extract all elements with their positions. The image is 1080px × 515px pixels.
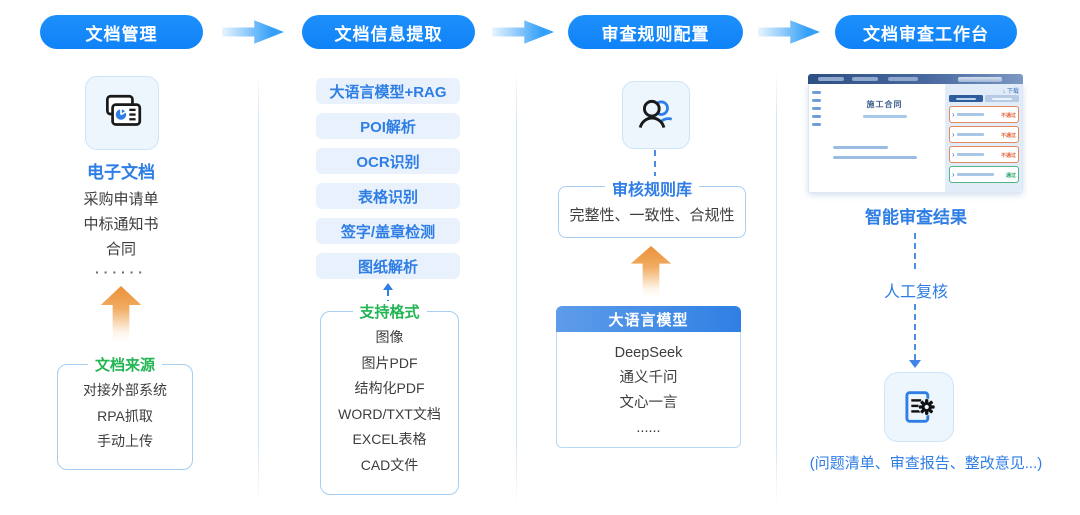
extraction-method-chip: 表格识别 xyxy=(316,183,460,209)
format-item: EXCEL表格 xyxy=(352,431,427,447)
app-screenshot-preview: 施工合同 ↓ 下载 › 不通过 › 不通过 xyxy=(808,74,1023,194)
doc-type-item: 采购申请单 xyxy=(83,191,159,208)
llm-item: ...... xyxy=(636,420,661,436)
browser-top-bar xyxy=(808,74,1023,84)
review-issue-card: › 不通过 xyxy=(949,106,1019,123)
topbar-pill xyxy=(888,77,918,81)
preview-doc-date-line xyxy=(862,115,907,118)
preview-text-line xyxy=(833,146,888,149)
dashed-arrow-down-icon xyxy=(909,360,921,368)
output-caption: (问题清单、审查报告、整改意见...) xyxy=(809,455,1043,472)
chevron-icon: › xyxy=(952,169,955,179)
topbar-pill xyxy=(818,77,844,81)
stage-pill-rule-config: 审查规则配置 xyxy=(568,15,743,49)
format-item: 结构化PDF xyxy=(354,380,425,396)
extraction-method-chip: OCR识别 xyxy=(316,148,460,174)
stage-pill-info-extraction: 文档信息提取 xyxy=(302,15,475,49)
source-item: 手动上传 xyxy=(97,433,153,449)
format-item: CAD文件 xyxy=(360,456,419,473)
flow-arrow-right-icon xyxy=(758,20,820,44)
column-divider xyxy=(776,72,777,505)
ellipsis-dots: ······ xyxy=(95,264,147,280)
column-divider xyxy=(258,72,259,505)
flow-arrow-up-icon xyxy=(630,246,672,298)
smart-review-result-label: 智能审查结果 xyxy=(865,208,967,227)
extraction-method-chip: POI解析 xyxy=(316,113,460,139)
source-item: 对接外部系统 xyxy=(83,382,167,398)
preview-sidebar xyxy=(809,84,824,192)
llm-box-header: 大语言模型 xyxy=(556,306,741,332)
fail-badge: 不通过 xyxy=(1001,112,1016,119)
document-source-box: 文档来源 对接外部系统 RPA抓取 手动上传 xyxy=(57,354,193,470)
review-rule-library-title: 审核规则库 xyxy=(604,176,700,200)
dashed-connector xyxy=(914,304,916,360)
preview-tab-selected xyxy=(949,95,983,102)
topbar-search-pill xyxy=(958,76,1002,82)
dashed-connector xyxy=(654,150,656,178)
people-icon xyxy=(622,81,690,149)
pass-badge: 通过 xyxy=(1006,172,1016,179)
format-item: 图片PDF xyxy=(361,354,418,371)
preview-text-line xyxy=(833,156,917,159)
preview-tabs xyxy=(949,95,1019,102)
llm-item: DeepSeek xyxy=(614,345,683,361)
dashed-connector xyxy=(914,233,916,269)
document-gear-icon xyxy=(884,372,954,442)
llm-item: 通义千问 xyxy=(619,370,678,386)
review-issue-card: › 不通过 xyxy=(949,146,1019,163)
document-source-title: 文档来源 xyxy=(87,354,163,375)
download-icon: ↓ xyxy=(1002,88,1006,95)
flow-arrow-up-icon xyxy=(100,286,142,342)
download-link: ↓ 下载 xyxy=(1002,88,1019,95)
llm-item: 文心一言 xyxy=(619,395,678,411)
stage-pill-workbench: 文档审查工作台 xyxy=(835,15,1017,49)
doc-type-item: 合同 xyxy=(105,241,136,258)
flow-arrow-right-icon xyxy=(222,20,284,44)
preview-review-panel: ↓ 下载 › 不通过 › 不通过 › 不通过 xyxy=(946,84,1022,192)
extraction-method-chip: 大语言模型+RAG xyxy=(316,78,460,104)
electronic-document-title: 电子文档 xyxy=(87,163,155,182)
stage-pill-document-management: 文档管理 xyxy=(40,15,203,49)
doc-type-item: 中标通知书 xyxy=(83,216,159,233)
format-item: WORD/TXT文档 xyxy=(338,405,441,422)
preview-tab xyxy=(985,95,1019,102)
supported-format-box: 支持格式 图像 图片PDF 结构化PDF WORD/TXT文档 EXCEL表格 … xyxy=(320,301,459,495)
dashed-connector xyxy=(387,290,389,306)
chevron-icon: › xyxy=(952,149,955,159)
topbar-pill xyxy=(852,77,878,81)
llm-box: DeepSeek 通义千问 文心一言 ...... xyxy=(556,332,741,448)
review-rule-library-box: 审核规则库 完整性、一致性、合规性 xyxy=(558,176,746,238)
dashed-arrow-up-icon xyxy=(383,283,393,290)
review-issue-card: › 不通过 xyxy=(949,126,1019,143)
fail-badge: 不通过 xyxy=(1001,132,1016,139)
preview-doc-title: 施工合同 xyxy=(866,100,903,109)
format-item: 图像 xyxy=(375,329,404,345)
fail-badge: 不通过 xyxy=(1001,152,1016,159)
column-divider xyxy=(516,72,517,505)
extraction-method-chip: 签字/盖章检测 xyxy=(316,218,460,244)
manual-review-label: 人工复核 xyxy=(883,284,948,301)
flow-arrow-right-icon xyxy=(492,20,554,44)
chevron-icon: › xyxy=(952,109,955,119)
review-pass-card: › 通过 xyxy=(949,166,1019,183)
documents-pie-icon xyxy=(85,76,159,150)
preview-document-page: 施工合同 xyxy=(824,84,946,192)
chevron-icon: › xyxy=(952,129,955,139)
extraction-method-chip: 图纸解析 xyxy=(316,253,460,279)
source-item: RPA抓取 xyxy=(97,407,153,424)
rule-dimensions-text: 完整性、一致性、合规性 xyxy=(569,207,735,224)
supported-format-title: 支持格式 xyxy=(352,301,427,322)
